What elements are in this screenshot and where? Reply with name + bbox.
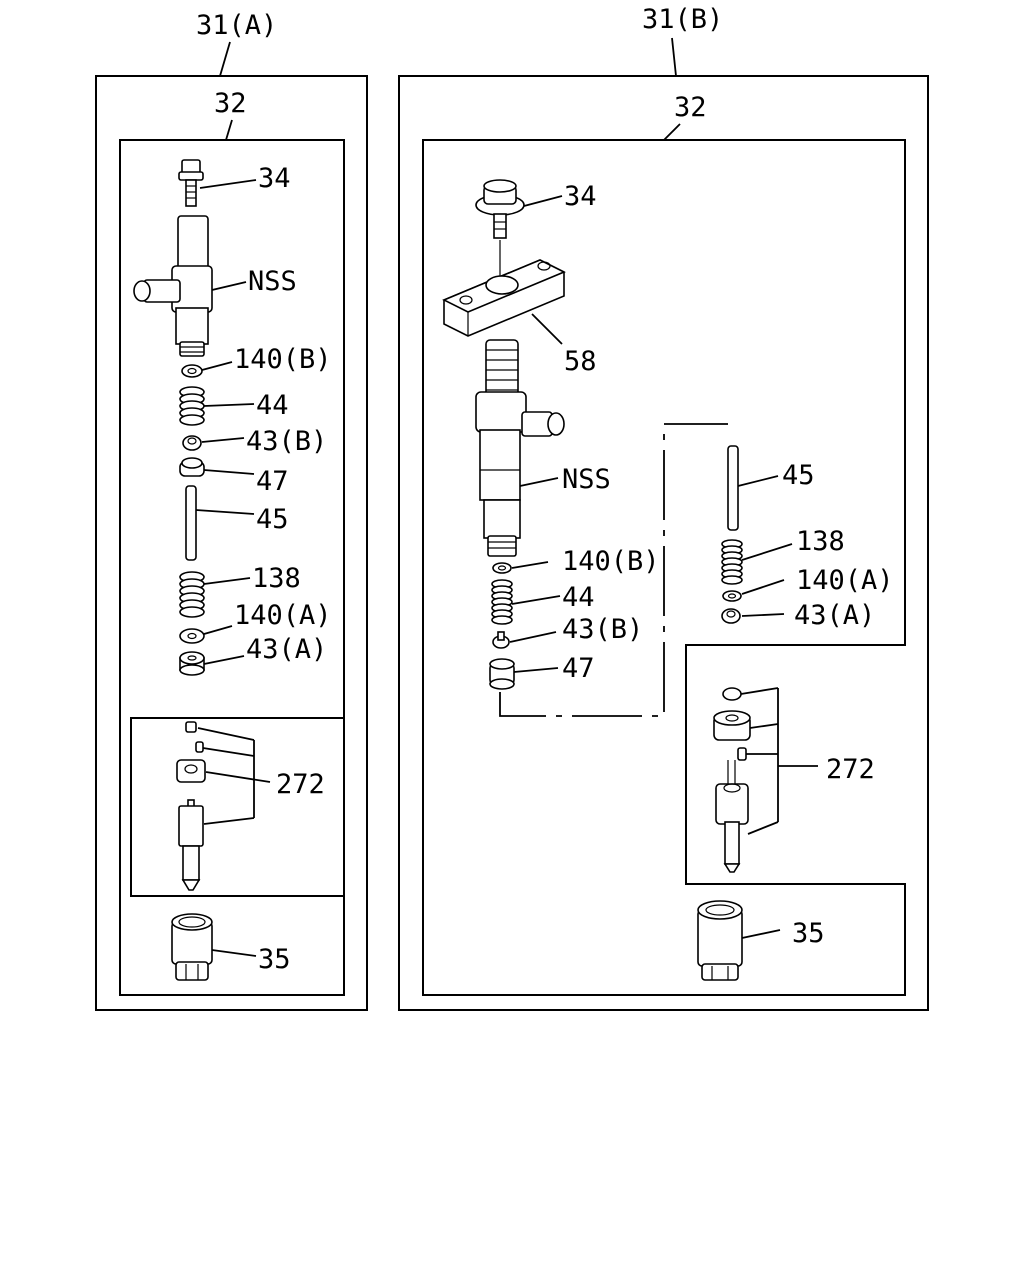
assembly-b-retaining-nut-leader bbox=[741, 929, 781, 939]
assembly-a-spring-upper bbox=[179, 386, 205, 426]
assembly-a-subtitle-leader bbox=[225, 119, 233, 141]
assembly-b-retaining-nut bbox=[697, 900, 743, 981]
assembly-b-seat-lower-leader bbox=[741, 613, 785, 617]
assembly-b-washer-upper-label: 140(B) bbox=[562, 546, 660, 577]
assembly-a-injector-holder bbox=[133, 215, 213, 357]
assembly-b-spring-lower-leader bbox=[741, 543, 793, 561]
assembly-a-seat-upper bbox=[182, 435, 202, 451]
assembly-a-spacer-leader bbox=[203, 469, 255, 475]
assembly-a-bolt bbox=[178, 159, 204, 207]
assembly-b-seat-upper bbox=[492, 631, 510, 649]
assembly-a-nozzle-kit-bracket bbox=[197, 727, 271, 825]
assembly-b-nozzle-kit-label: 272 bbox=[826, 754, 875, 785]
assembly-a-inner-frame bbox=[119, 139, 345, 996]
assembly-a-title: 31(A) bbox=[196, 10, 277, 41]
assembly-b-subtitle-leader bbox=[663, 123, 681, 141]
assembly-b-subtitle: 32 bbox=[674, 92, 707, 123]
assembly-a-seat-upper-leader bbox=[201, 437, 245, 443]
assembly-b-washer-upper-leader bbox=[511, 561, 549, 569]
assembly-b-washer-lower-label: 140(A) bbox=[796, 565, 894, 596]
assembly-b-outer-frame bbox=[398, 75, 929, 1011]
assembly-b-spring-upper-leader bbox=[511, 595, 561, 605]
assembly-b-push-rod bbox=[727, 445, 739, 531]
assembly-b-injector-holder-label: NSS bbox=[562, 464, 611, 495]
assembly-a-washer-lower-label: 140(A) bbox=[234, 600, 332, 631]
assembly-a-nozzle-frame bbox=[130, 717, 345, 897]
assembly-a-washer-lower bbox=[179, 628, 205, 644]
assembly-a-subtitle: 32 bbox=[214, 88, 247, 119]
assembly-b-assembly-connector bbox=[499, 423, 728, 717]
assembly-a-seat-lower-label: 43(A) bbox=[246, 634, 327, 665]
assembly-a-seat-lower-leader bbox=[203, 655, 245, 665]
assembly-b: 31(B) 32 34 58 bbox=[398, 4, 929, 1011]
assembly-b-clamp-label: 58 bbox=[564, 346, 597, 377]
assembly-a-washer-lower-leader bbox=[203, 625, 233, 635]
assembly-b-push-rod-label: 45 bbox=[782, 460, 815, 491]
assembly-a-retaining-nut-leader bbox=[211, 949, 257, 957]
assembly-b-push-rod-leader bbox=[737, 475, 779, 487]
assembly-b-title: 31(B) bbox=[642, 4, 723, 35]
assembly-b-washer-upper bbox=[492, 562, 512, 574]
assembly-a-spring-upper-leader bbox=[203, 403, 255, 407]
assembly-a-retaining-nut-label: 35 bbox=[258, 944, 291, 975]
assembly-b-spring-lower bbox=[721, 539, 743, 585]
assembly-a-nozzle-kit bbox=[176, 721, 206, 891]
assembly-a-injector-holder-leader bbox=[211, 281, 247, 291]
assembly-b-clamp bbox=[442, 259, 566, 337]
assembly-b-clamp-leader bbox=[531, 313, 563, 345]
assembly-a-push-rod bbox=[185, 485, 197, 561]
assembly-a-washer-upper-label: 140(B) bbox=[234, 344, 332, 375]
assembly-b-nozzle-kit-bracket bbox=[740, 687, 818, 835]
assembly-b-spacer-label: 47 bbox=[562, 653, 595, 684]
assembly-b-spring-upper-label: 44 bbox=[562, 582, 595, 613]
assembly-a-spring-upper-label: 44 bbox=[256, 390, 289, 421]
assembly-b-bolt-label: 34 bbox=[564, 181, 597, 212]
assembly-a-push-rod-leader bbox=[195, 509, 255, 515]
assembly-b-washer-lower-leader bbox=[741, 579, 785, 595]
assembly-a-washer-upper-leader bbox=[201, 361, 233, 371]
assembly-a-outer-frame bbox=[95, 75, 368, 1011]
assembly-a-seat-lower bbox=[179, 651, 205, 676]
assembly-a-nozzle-kit-label: 272 bbox=[276, 769, 325, 800]
assembly-b-washer-lower bbox=[722, 590, 742, 602]
assembly-a-spring-lower bbox=[179, 571, 205, 618]
assembly-a-bolt-leader bbox=[199, 179, 257, 189]
assembly-a-bolt-label: 34 bbox=[258, 163, 291, 194]
assembly-a-spring-lower-label: 138 bbox=[252, 563, 301, 594]
assembly-a-title-leader bbox=[219, 41, 231, 77]
assembly-b-seat-lower-label: 43(A) bbox=[794, 600, 875, 631]
assembly-b-spacer-leader bbox=[513, 667, 559, 673]
assembly-b-spring-lower-label: 138 bbox=[796, 526, 845, 557]
assembly-a-injector-holder-label: NSS bbox=[248, 266, 297, 297]
assembly-b-inner-frame bbox=[422, 139, 906, 996]
assembly-b-seat-upper-label: 43(B) bbox=[562, 614, 643, 645]
assembly-a-seat-upper-label: 43(B) bbox=[246, 426, 327, 457]
assembly-a-spacer bbox=[179, 457, 205, 477]
assembly-a: 31(A) 32 34 NSS bbox=[95, 10, 368, 1011]
assembly-b-bolt-leader bbox=[523, 195, 563, 207]
assembly-a-retaining-nut bbox=[171, 913, 213, 981]
assembly-a-washer-upper bbox=[181, 364, 203, 378]
assembly-b-retaining-nut-label: 35 bbox=[792, 918, 825, 949]
assembly-a-spacer-label: 47 bbox=[256, 466, 289, 497]
assembly-b-seat-lower bbox=[721, 608, 741, 624]
assembly-b-spacer bbox=[489, 658, 515, 690]
assembly-b-spring-upper bbox=[491, 579, 513, 625]
assembly-b-injector-holder-leader bbox=[519, 477, 559, 487]
assembly-b-title-leader bbox=[671, 37, 677, 77]
assembly-b-bolt bbox=[475, 179, 525, 282]
assembly-b-seat-upper-leader bbox=[509, 631, 557, 643]
assembly-a-push-rod-label: 45 bbox=[256, 504, 289, 535]
assembly-b-injector-holder bbox=[475, 339, 565, 557]
assembly-a-spring-lower-leader bbox=[203, 577, 251, 585]
assembly-b-nozzle-kit bbox=[713, 687, 751, 873]
